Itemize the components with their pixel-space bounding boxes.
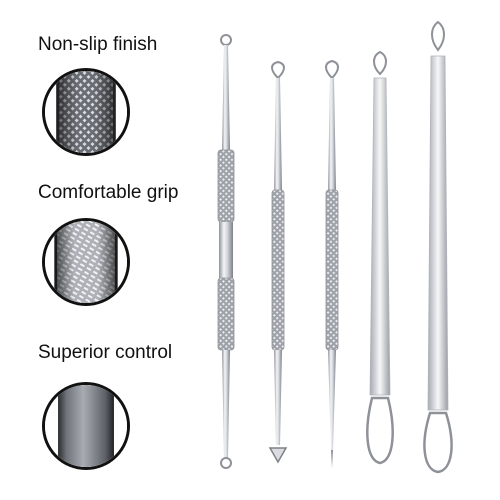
loop-and-needle-tool bbox=[325, 59, 339, 468]
loop-and-spoon-tool bbox=[268, 60, 288, 464]
smooth-shaft-closeup-icon bbox=[42, 382, 130, 470]
feature-label-grip: Comfortable grip bbox=[38, 182, 179, 203]
knurled-texture-closeup-icon bbox=[42, 68, 130, 156]
double-ended-loop-lancet-tool bbox=[217, 34, 235, 469]
wire-loop-tool bbox=[423, 20, 453, 474]
diamond-knurl-closeup-icon bbox=[42, 218, 130, 306]
flat-wire-loop-tool bbox=[366, 50, 394, 465]
feature-label-non-slip: Non-slip finish bbox=[38, 34, 158, 55]
feature-label-control: Superior control bbox=[38, 342, 173, 363]
